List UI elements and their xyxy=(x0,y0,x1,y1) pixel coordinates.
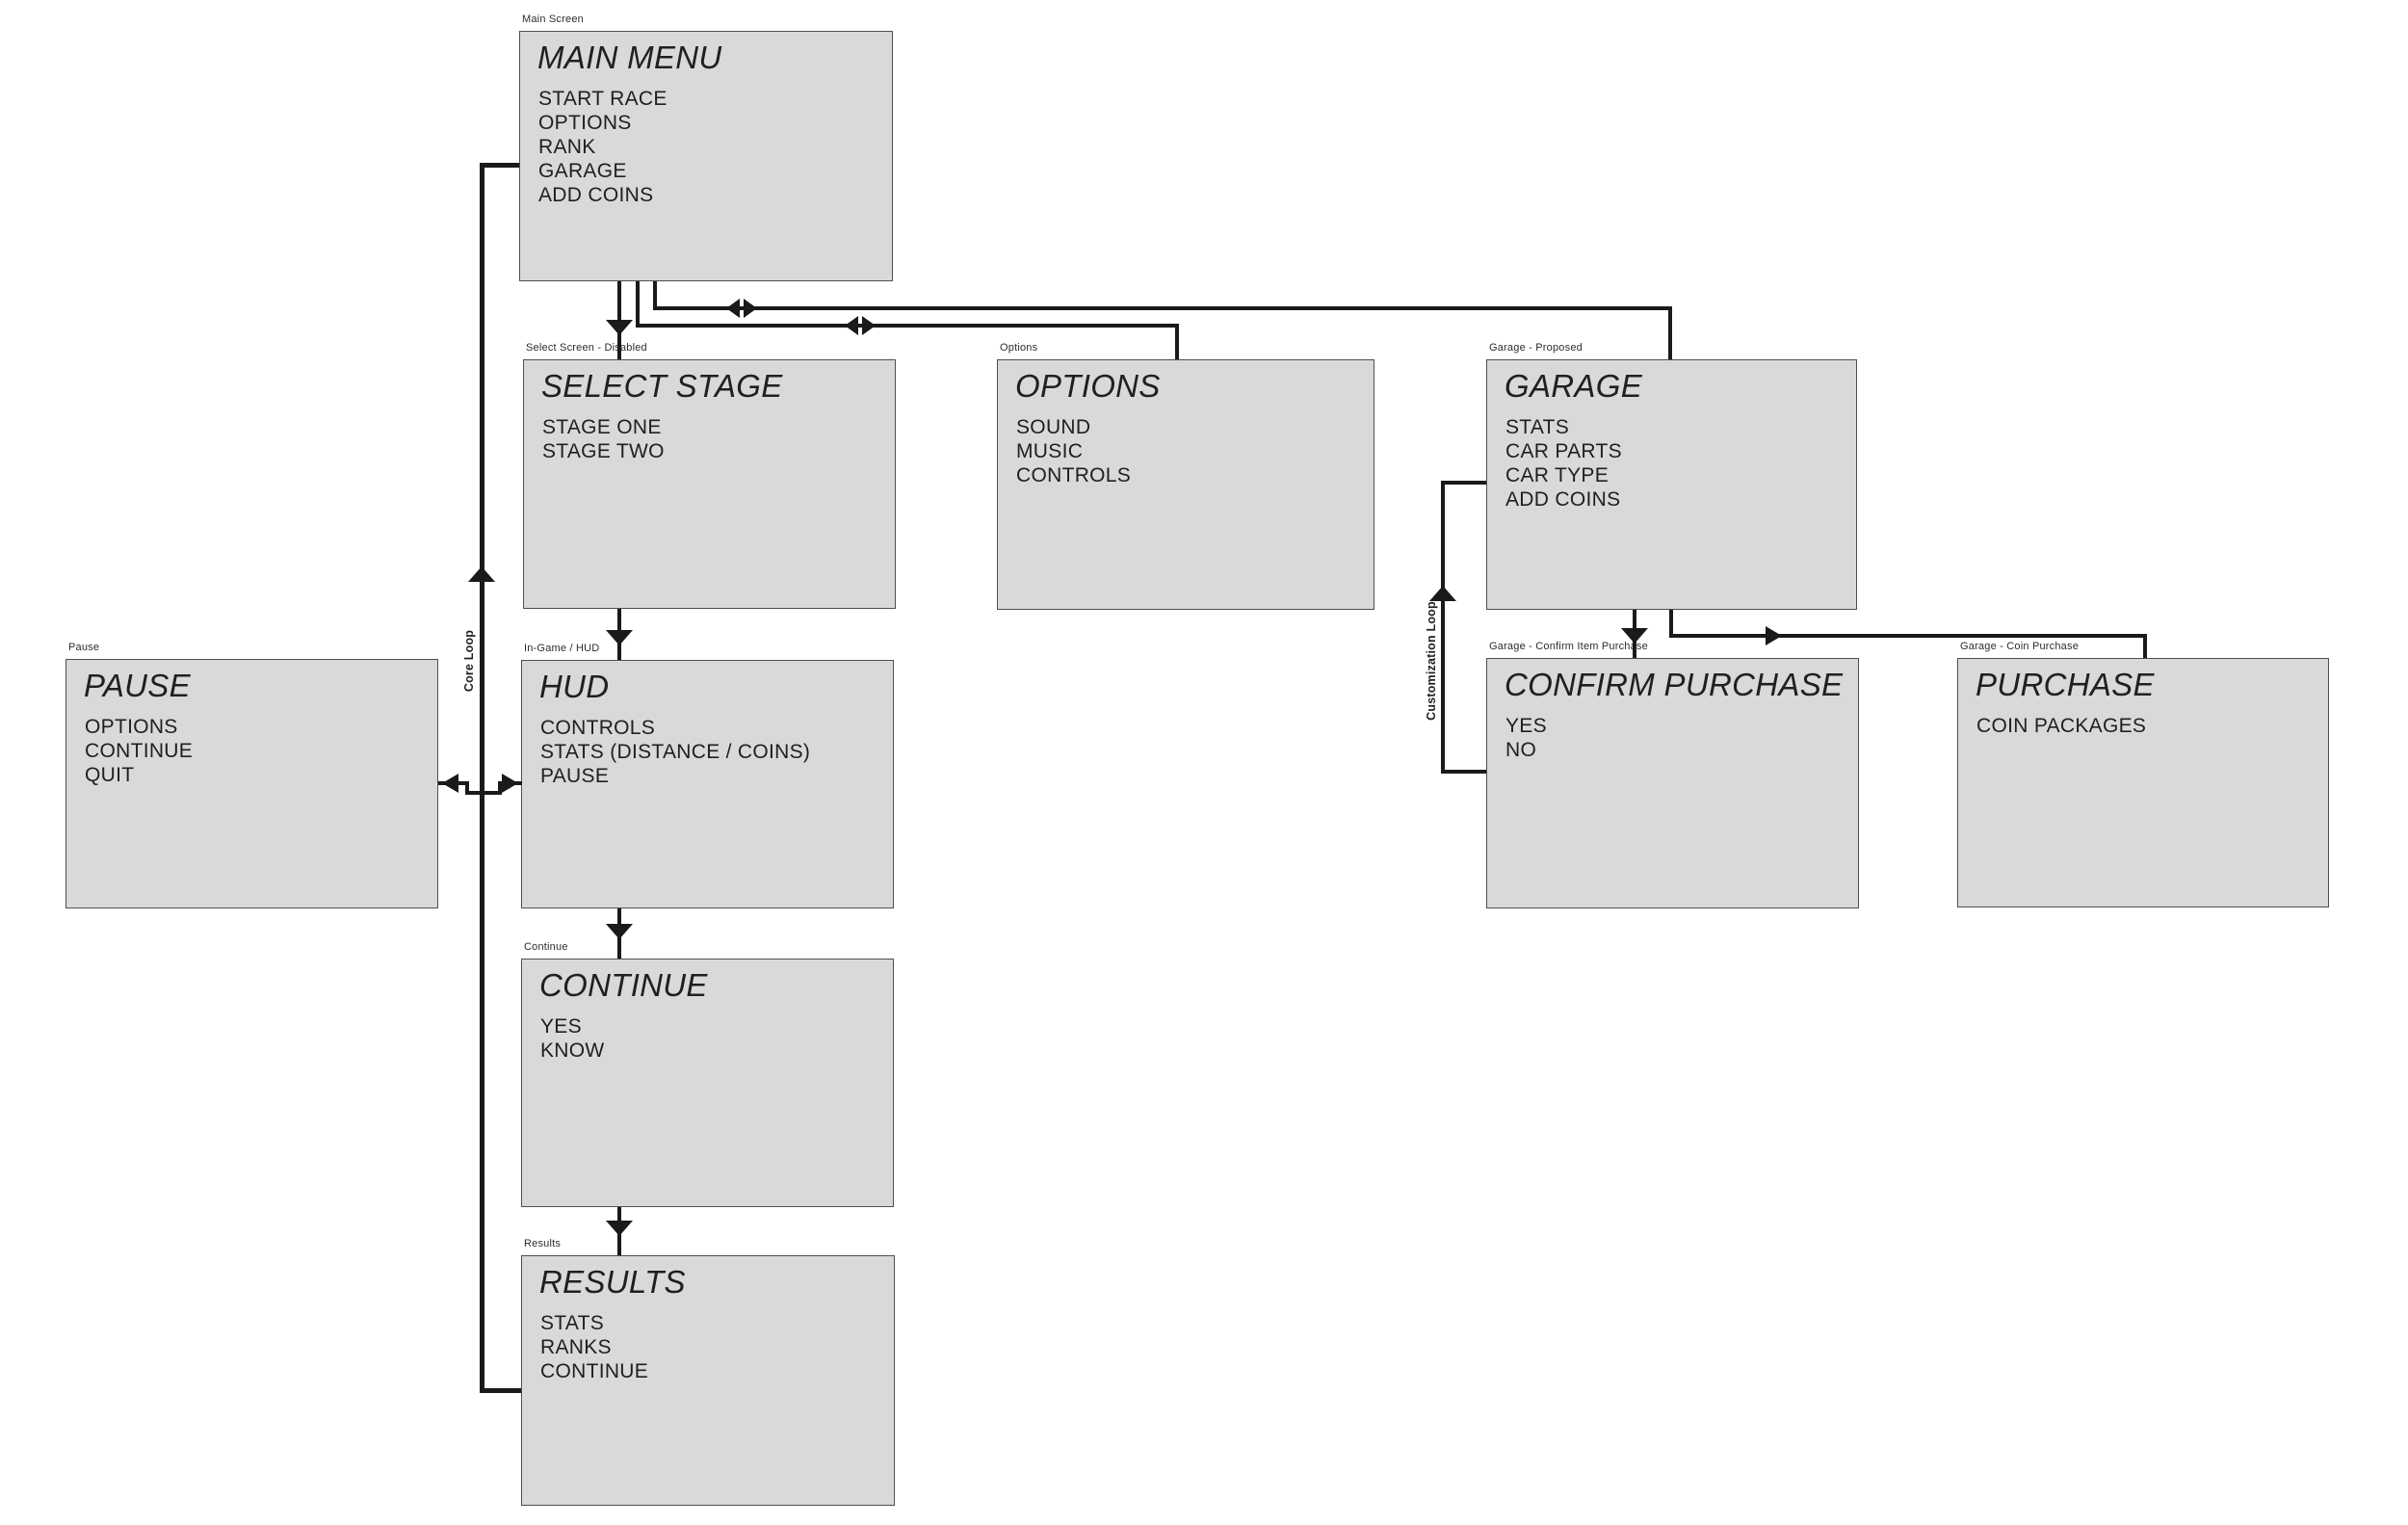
screen-title: CONFIRM PURCHASE xyxy=(1505,667,1844,702)
screen-menu-items: COIN PACKAGES xyxy=(1976,715,2147,737)
connector-main-to-options-drop xyxy=(1175,324,1179,359)
connector-main-to-garage-stub xyxy=(653,281,657,310)
arrow-right-icon xyxy=(862,316,876,335)
screen-tag: Options xyxy=(1000,342,1038,354)
screen-menu-items: STAGE ONE STAGE TWO xyxy=(542,416,665,462)
connector-main-to-garage-horizontal xyxy=(653,306,1672,310)
screen-title: HUD xyxy=(539,669,610,704)
connector-pause-hud-jog-down xyxy=(465,781,469,795)
screen-title: PURCHASE xyxy=(1976,667,2155,702)
screen-tag: Garage - Coin Purchase xyxy=(1960,641,2080,652)
screen-main-menu: Main Screen MAIN MENU START RACE OPTIONS… xyxy=(519,13,893,281)
arrow-down-icon xyxy=(606,320,633,335)
connector-customization-loop-vertical xyxy=(1441,481,1445,774)
screen-title: SELECT STAGE xyxy=(541,368,783,404)
screen-tag: In-Game / HUD xyxy=(524,643,600,654)
screen-panel: PURCHASE COIN PACKAGES xyxy=(1957,658,2329,907)
arrow-left-icon xyxy=(442,774,458,793)
arrow-down-icon xyxy=(1621,628,1648,644)
screen-garage: Garage - Proposed GARAGE STATS CAR PARTS… xyxy=(1486,342,1857,610)
screen-menu-items: SOUND MUSIC CONTROLS xyxy=(1016,416,1132,486)
screen-panel: RESULTS STATS RANKS CONTINUE xyxy=(521,1255,895,1506)
screen-title: MAIN MENU xyxy=(537,39,722,75)
arrow-up-icon xyxy=(468,566,495,582)
screen-title: PAUSE xyxy=(84,668,191,703)
connector-customization-loop-top xyxy=(1441,481,1486,485)
screen-panel: GARAGE STATS CAR PARTS CAR TYPE ADD COIN… xyxy=(1486,359,1857,610)
screen-title: RESULTS xyxy=(539,1264,686,1300)
arrow-right-icon xyxy=(1766,626,1782,645)
screen-title: CONTINUE xyxy=(539,967,708,1003)
connector-main-to-options-horizontal xyxy=(636,324,1179,328)
screen-menu-items: STATS RANKS CONTINUE xyxy=(540,1312,649,1382)
core-loop-label: Core Loop xyxy=(462,629,476,693)
customization-loop-label: Customization Loop xyxy=(1425,601,1438,721)
connector-garage-to-purchase-drop xyxy=(2143,634,2147,658)
screen-tag: Continue xyxy=(524,941,568,953)
arrow-left-icon xyxy=(726,299,740,318)
screen-panel: CONFIRM PURCHASE YES NO xyxy=(1486,658,1859,908)
screen-results: Results RESULTS STATS RANKS CONTINUE xyxy=(521,1238,895,1506)
connector-core-loop-vertical xyxy=(480,163,484,1393)
screen-title: OPTIONS xyxy=(1015,368,1161,404)
screen-tag: Pause xyxy=(68,642,100,653)
arrow-down-icon xyxy=(606,1221,633,1236)
connector-core-loop-bottom xyxy=(480,1388,521,1393)
screen-panel: HUD CONTROLS STATS (DISTANCE / COINS) PA… xyxy=(521,660,894,908)
screen-panel: MAIN MENU START RACE OPTIONS RANK GARAGE… xyxy=(519,31,893,281)
screen-menu-items: START RACE OPTIONS RANK GARAGE ADD COINS xyxy=(538,88,667,206)
screen-panel: OPTIONS SOUND MUSIC CONTROLS xyxy=(997,359,1374,610)
arrow-down-icon xyxy=(606,630,633,645)
connector-garage-to-purchase-horizontal xyxy=(1669,634,2147,638)
screen-menu-items: CONTROLS STATS (DISTANCE / COINS) PAUSE xyxy=(540,717,811,787)
screen-title: GARAGE xyxy=(1505,368,1643,404)
screen-purchase: Garage - Coin Purchase PURCHASE COIN PAC… xyxy=(1957,641,2329,907)
screen-tag: Results xyxy=(524,1238,562,1249)
screen-panel: CONTINUE YES KNOW xyxy=(521,959,894,1207)
screen-continue: Continue CONTINUE YES KNOW xyxy=(521,941,894,1207)
screen-menu-items: YES KNOW xyxy=(540,1015,605,1062)
connector-pause-hud-jog xyxy=(465,791,502,795)
screen-options: Options OPTIONS SOUND MUSIC CONTROLS xyxy=(997,342,1374,610)
screen-select-stage: Select Screen - Disabled SELECT STAGE ST… xyxy=(523,342,896,609)
screen-pause: Pause PAUSE OPTIONS CONTINUE QUIT xyxy=(65,642,438,908)
screen-menu-items: YES NO xyxy=(1505,715,1547,761)
connector-main-to-options-stub xyxy=(636,281,640,328)
connector-garage-to-purchase-stub xyxy=(1669,610,1673,638)
screen-panel: SELECT STAGE STAGE ONE STAGE TWO xyxy=(523,359,896,609)
screen-tag: Select Screen - Disabled xyxy=(526,342,647,354)
screen-menu-items: STATS CAR PARTS CAR TYPE ADD COINS xyxy=(1505,416,1622,511)
screen-tag: Main Screen xyxy=(522,13,584,25)
connector-main-to-garage-drop xyxy=(1668,306,1672,359)
arrow-up-icon xyxy=(1429,586,1456,601)
connector-pause-hud-jog-up xyxy=(498,781,502,795)
connector-customization-loop-bottom xyxy=(1441,770,1486,774)
screen-panel: PAUSE OPTIONS CONTINUE QUIT xyxy=(65,659,438,908)
screen-tag: Garage - Proposed xyxy=(1489,342,1583,354)
screen-tag: Garage - Confirm Item Purchase xyxy=(1489,641,1648,652)
screen-confirm-purchase: Garage - Confirm Item Purchase CONFIRM P… xyxy=(1486,641,1859,908)
connector-core-loop-top xyxy=(480,163,519,168)
screen-hud: In-Game / HUD HUD CONTROLS STATS (DISTAN… xyxy=(521,643,894,908)
arrow-down-icon xyxy=(606,924,633,939)
arrow-right-icon xyxy=(744,299,757,318)
screen-menu-items: OPTIONS CONTINUE QUIT xyxy=(85,716,194,786)
arrow-right-icon xyxy=(502,774,518,793)
arrow-left-icon xyxy=(845,316,858,335)
